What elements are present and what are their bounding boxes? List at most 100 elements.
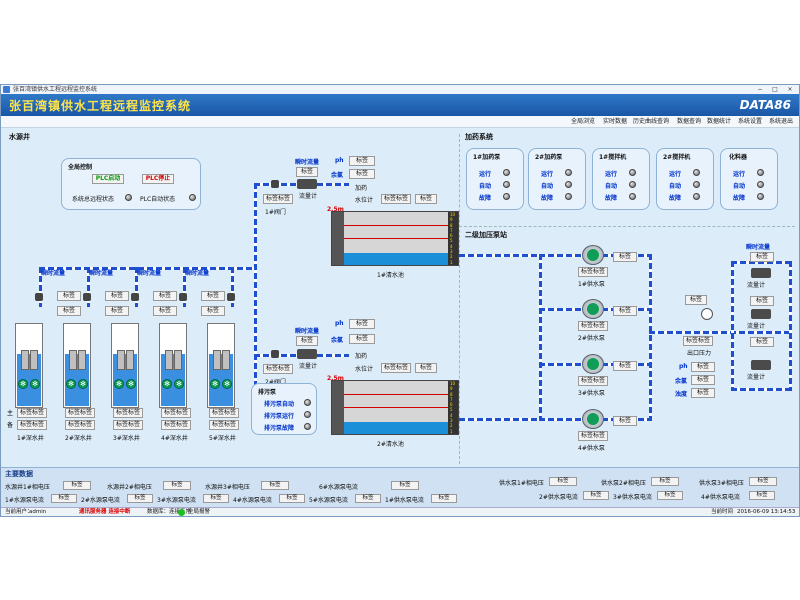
data-value-1-5: 标签: [549, 477, 577, 486]
main-data-panel: 主要数据 水源井1#相电压 标签 水源井2#相电压 标签 水源井3#相电压 标签…: [1, 467, 799, 508]
well-pump-icon: ✻: [66, 379, 76, 389]
well4-tagtag-2: 标签标签: [161, 420, 191, 430]
well-pipe-2: [87, 267, 90, 307]
sewage-title: 排污泵: [258, 389, 277, 396]
global-control-title: 全局控制: [68, 164, 93, 171]
global-alarm-label[interactable]: 全局报警: [188, 509, 211, 515]
database-status: 数据库：连接正常: [147, 509, 192, 515]
supply-pump-1-icon[interactable]: [582, 245, 604, 265]
current-time-value: 2016-06-09 13:14:53: [737, 509, 796, 515]
outlet3-flow-tag: 标签: [750, 337, 774, 347]
supply-pump-2-icon[interactable]: [582, 299, 604, 319]
well1-flow-label: 瞬时流量: [41, 270, 66, 277]
alarm-status-icon: [178, 509, 185, 516]
outlet-chlorine-label: 余氯: [675, 378, 688, 385]
data-label-2-2: 2#水源泵电流: [81, 497, 120, 504]
dissolver-run-lamp: [757, 169, 764, 176]
well4-tagtag-1: 标签标签: [161, 408, 191, 418]
outlet2-flow-tag: 标签: [750, 296, 774, 306]
menu-item-realtime[interactable]: 实时数据: [603, 118, 628, 125]
data-value-2-1: 标签: [51, 494, 77, 503]
supply-pump-3-icon[interactable]: [582, 354, 604, 374]
close-button[interactable]: ×: [787, 86, 793, 93]
pool2-level-max: 2.5m: [327, 375, 344, 382]
well-spare-label: 备: [7, 422, 14, 429]
outlet-flowmeter-3-icon: [751, 360, 771, 370]
pool2-level-label: 水位计: [355, 366, 374, 373]
dissolver-auto-lamp: [757, 181, 764, 188]
maximize-button[interactable]: □: [772, 86, 778, 93]
sewage-run-label: 排污泵运行: [264, 413, 295, 420]
sewage-auto-label: 排污泵自动: [264, 401, 295, 408]
pump4-name: 4#供水泵: [578, 445, 605, 452]
window-title: 张百湾镇供水工程远程监控系统: [13, 86, 98, 93]
supply-pump-4-icon[interactable]: [582, 409, 604, 429]
app-icon: [3, 86, 10, 93]
pool1-level-label: 水位计: [355, 197, 374, 204]
pool2-chlorine-tag: 标签: [349, 334, 375, 344]
pool1-flowmeter-label: 流量计: [299, 193, 318, 200]
main-pipe-top: [39, 267, 257, 270]
pool2-flow-label: 瞬时流量: [295, 328, 320, 335]
pool1-outlet-pipe: [459, 254, 539, 257]
outlet-turbidity-tag: 标签: [691, 388, 715, 398]
menu-item-statistics[interactable]: 数据统计: [707, 118, 732, 125]
menu-item-settings[interactable]: 系统设置: [738, 118, 763, 125]
well2-tagtag-1: 标签标签: [65, 408, 95, 418]
pump1-tagtag: 标签标签: [578, 267, 608, 277]
menu-item-overview[interactable]: 全局浏览: [571, 118, 596, 125]
outlet-ph-label: ph: [679, 363, 688, 370]
pool1-ph-label: ph: [335, 157, 344, 164]
data-label-2-3: 3#水源泵电流: [157, 497, 196, 504]
system-title: 张百湾镇供水工程远程监控系统: [9, 99, 192, 113]
pump3-tagtag: 标签标签: [578, 376, 608, 386]
comm-server-status: 通讯服务器 连接中断: [79, 509, 131, 515]
well-pump-icon: ✻: [162, 379, 172, 389]
pool1-name: 1#清水池: [377, 272, 404, 279]
mixer2-run-lamp: [693, 169, 700, 176]
pump2-tagtag: 标签标签: [578, 321, 608, 331]
data-label-2-7: 2#供水泵电流: [539, 494, 578, 501]
well4-valve-icon: [179, 293, 187, 301]
pool1-level-tag: 标签标签: [381, 194, 411, 204]
outlet-flowmeter-1-label: 流量计: [747, 282, 766, 289]
well-pump-icon: ✻: [126, 379, 136, 389]
pressure-tagtag: 标签标签: [683, 336, 713, 346]
plc-start-button[interactable]: PLC启动: [92, 174, 124, 184]
data-label-2-8: 3#供水泵电流: [613, 494, 652, 501]
valve2-icon[interactable]: [271, 350, 279, 358]
menu-item-data-query[interactable]: 数据查询: [677, 118, 702, 125]
well-pipe-3: [135, 267, 138, 307]
data-value-1-3: 标签: [261, 481, 289, 490]
menu-item-exit[interactable]: 系统退出: [769, 118, 794, 125]
outlet-pipe: [649, 331, 789, 334]
status-bar: 当前用户： admin 通讯服务器 连接中断 数据库：连接正常 全局报警 当前时…: [1, 507, 799, 516]
pool2-ph-label: ph: [335, 320, 344, 327]
well-pump-icon: ✻: [222, 379, 232, 389]
menu-bar: 全局浏览 实时数据 历史曲线查询 数据查询 数据统计 系统设置 系统退出: [1, 116, 799, 128]
menu-item-history-curve[interactable]: 历史曲线查询: [633, 118, 670, 125]
mixer1-fault-lamp: [629, 193, 636, 200]
brand-logo: DATA86: [739, 98, 791, 112]
plc-stop-button[interactable]: PLC停止: [142, 174, 174, 184]
deep-well-2: ✻✻: [63, 323, 91, 408]
dosing-unit-1: 1#加药泵 运行 自动 故障: [466, 148, 524, 210]
deep-well-3: ✻✻: [111, 323, 139, 408]
outlet1-flow-tag: 标签: [750, 252, 774, 262]
data-value-2-7: 标签: [583, 491, 609, 500]
deep-well-1: ✻✻: [15, 323, 43, 408]
pool2-flowmeter-label: 流量计: [299, 363, 318, 370]
pump4-tag: 标签: [613, 416, 637, 426]
data-label-2-4: 4#水源泵电流: [233, 497, 272, 504]
pool1-chlorine-label: 余氯: [331, 172, 344, 179]
data-label-2-6: 1#供水泵电流: [385, 497, 424, 504]
well2-tagtag-2: 标签标签: [65, 420, 95, 430]
dosing2-fault-lamp: [565, 193, 572, 200]
valve1-icon[interactable]: [271, 180, 279, 188]
minimize-button[interactable]: −: [757, 86, 763, 93]
pool1-level-tag-2: 标签: [415, 194, 437, 204]
pool1-flow-tag: 标签: [296, 167, 318, 177]
data-value-1-7: 标签: [749, 477, 777, 486]
section-divider: [459, 134, 461, 464]
